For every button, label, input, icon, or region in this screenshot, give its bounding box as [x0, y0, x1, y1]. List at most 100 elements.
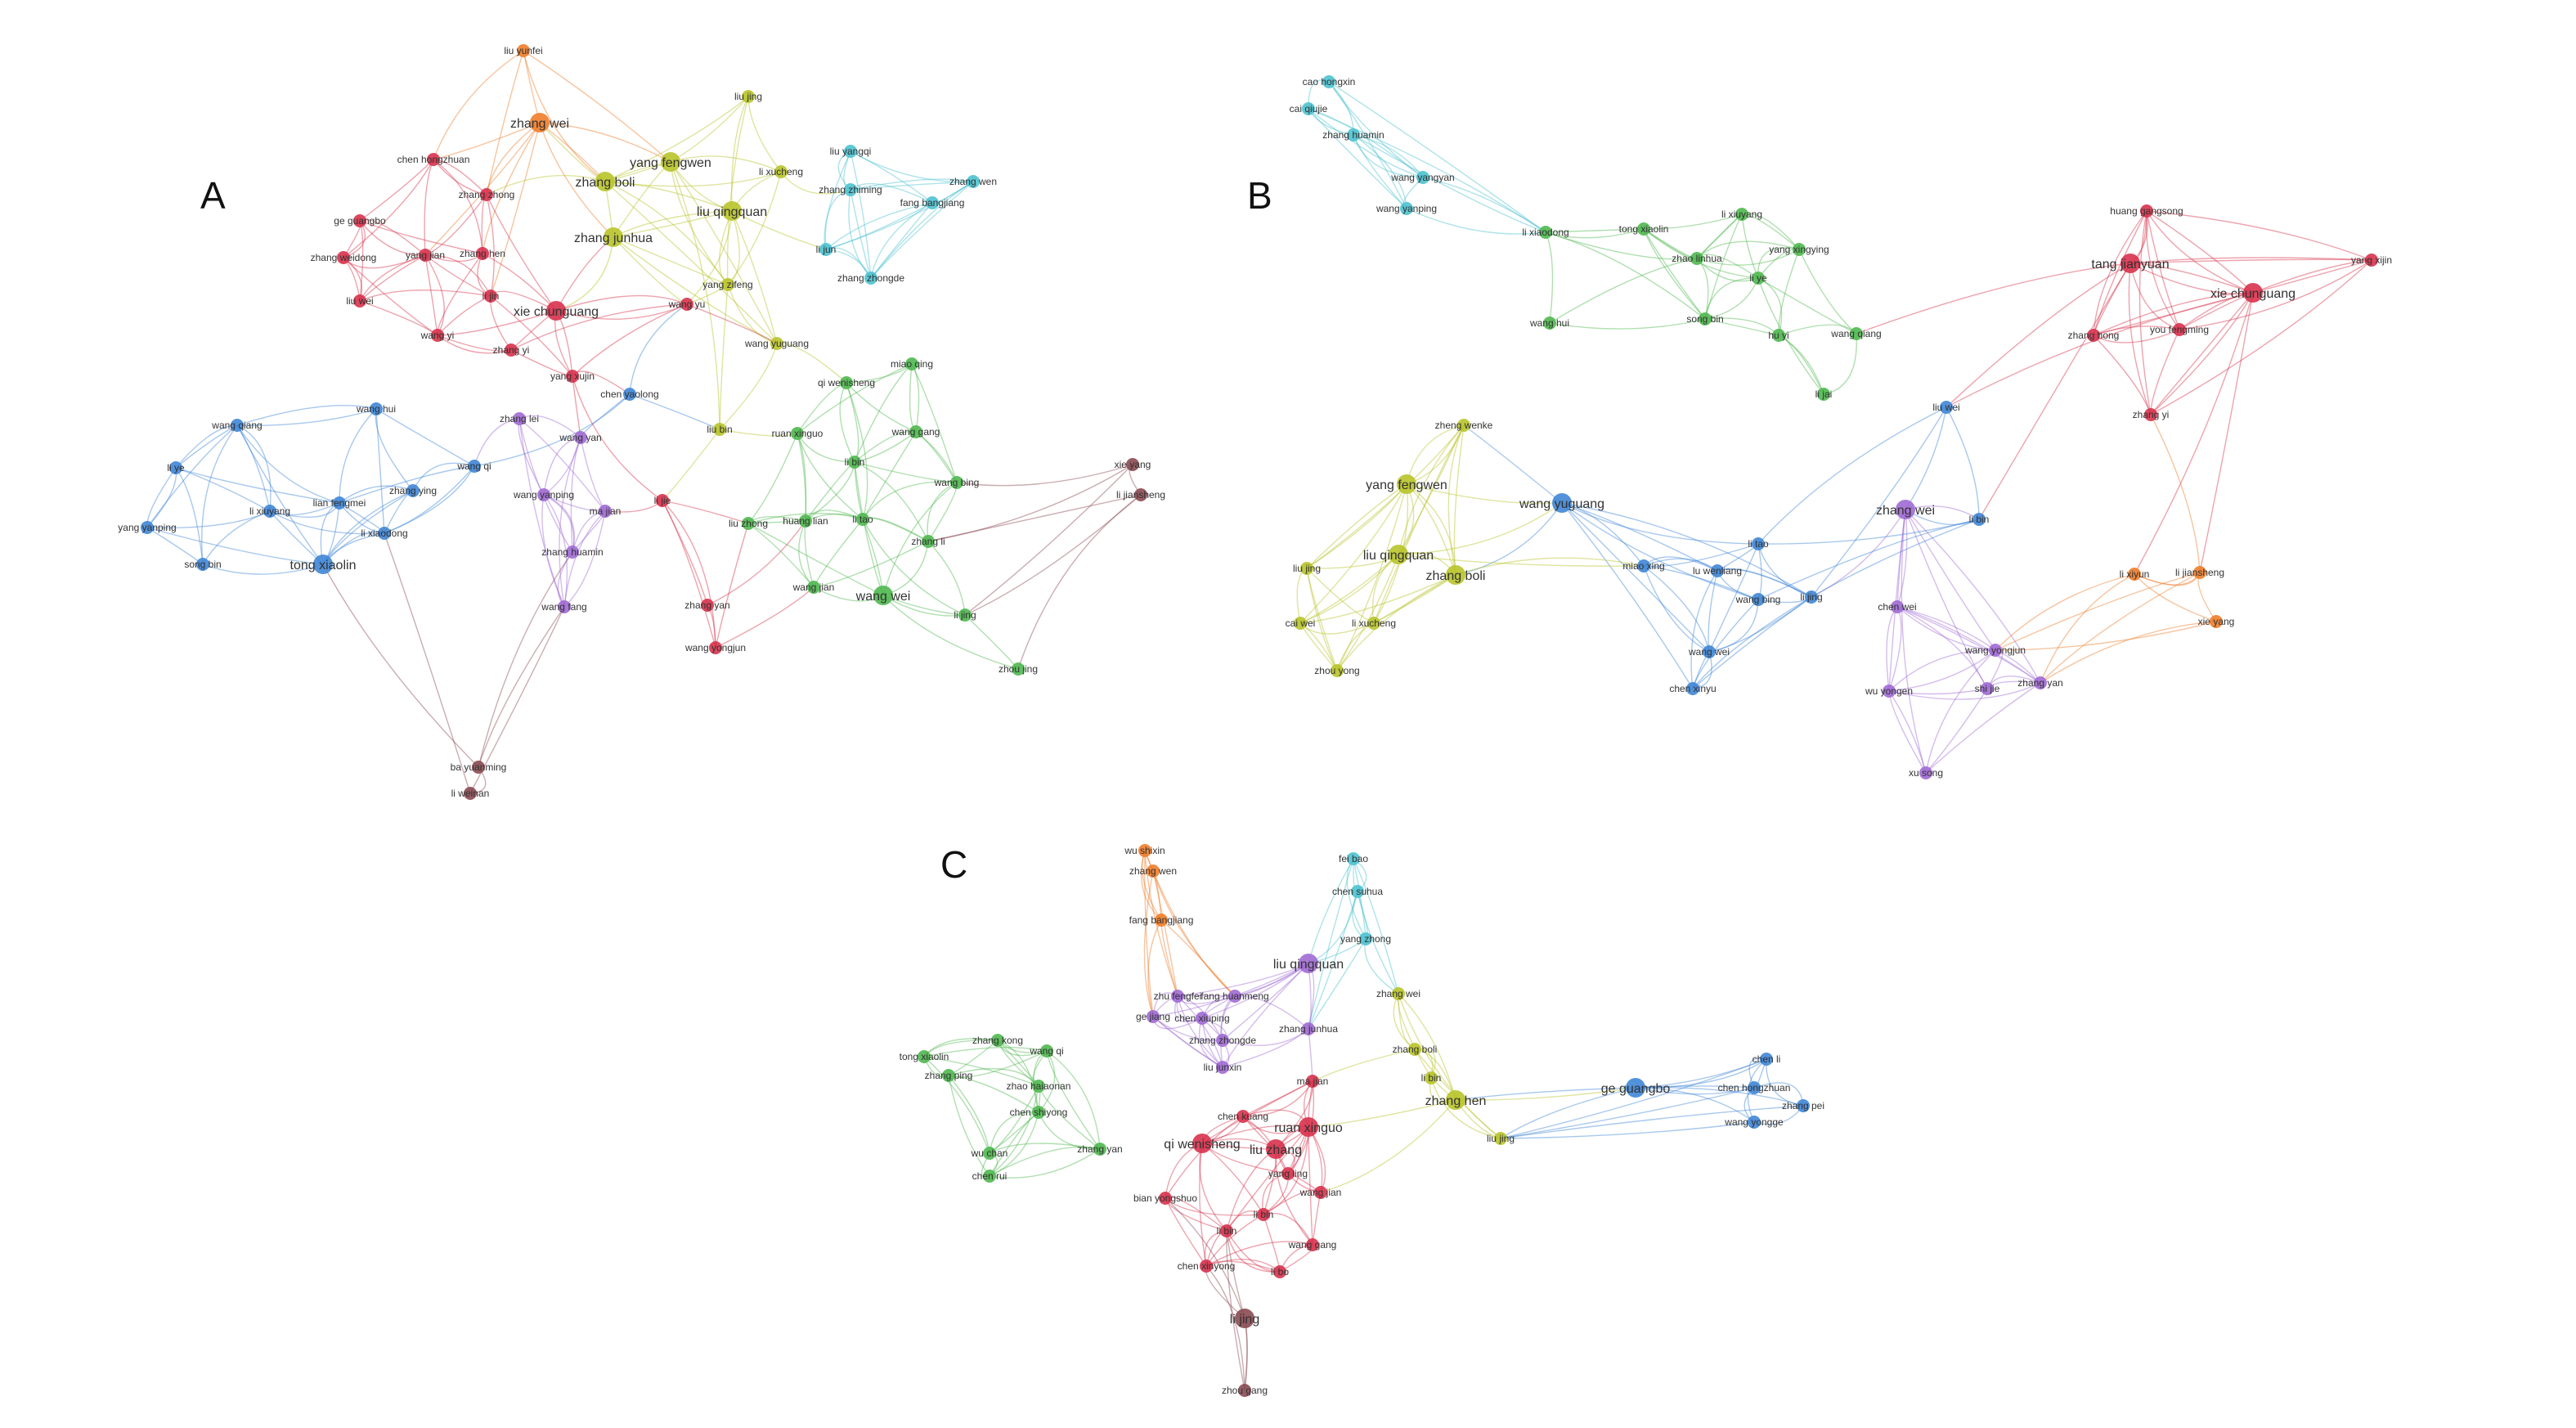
- node-circle: [333, 496, 346, 510]
- network-edge: [2128, 263, 2152, 415]
- author-node: wang jian: [1299, 1186, 1341, 1199]
- network-edge: [1708, 596, 1812, 653]
- node-circle: [1302, 102, 1315, 115]
- author-node: zhang kong: [972, 1034, 1023, 1047]
- network-edge: [1896, 606, 2041, 684]
- author-node: xie yang: [1115, 458, 1151, 471]
- network-edge: [813, 519, 864, 588]
- network-edge: [1635, 1086, 1804, 1107]
- network-edge: [1500, 1058, 1767, 1139]
- node-label: li jie: [654, 495, 671, 506]
- network-edge: [1152, 1016, 1223, 1068]
- author-node: liu zhang: [1250, 1139, 1302, 1159]
- network-edge: [1561, 502, 1710, 653]
- network-edge: [1205, 1241, 1313, 1267]
- author-node: liu qingquan: [697, 201, 767, 221]
- network-edge: [1406, 483, 1563, 505]
- network-edge: [2093, 292, 2254, 336]
- network-edge: [2150, 292, 2254, 415]
- network-edge: [146, 467, 177, 528]
- node-circle: [1134, 488, 1147, 501]
- author-node: li ye: [1749, 272, 1767, 285]
- node-circle: [1711, 564, 1724, 577]
- author-node: wang gang: [1288, 1238, 1336, 1251]
- network-edge: [555, 303, 688, 320]
- network-edge: [412, 462, 475, 492]
- network-edge: [604, 171, 782, 187]
- network-edge: [541, 494, 565, 608]
- node-label: miao qing: [891, 358, 933, 370]
- node-label: zhou gang: [1222, 1385, 1268, 1396]
- network-edge: [1398, 502, 1563, 555]
- network-edge: [1811, 406, 1947, 598]
- network-edge: [473, 393, 631, 467]
- network-edge: [797, 382, 847, 434]
- node-label: liu yangqi: [830, 146, 872, 157]
- node-label: li jai: [1815, 388, 1833, 400]
- network-edge: [424, 122, 541, 256]
- node-circle: [873, 586, 893, 605]
- node-label: bian yongshuo: [1133, 1192, 1197, 1204]
- node-circle: [1752, 593, 1765, 606]
- node-circle: [661, 152, 680, 172]
- node-label: li xucheng: [759, 166, 803, 177]
- author-node: li jiansheng: [2175, 566, 2224, 579]
- network-edge: [662, 429, 720, 501]
- node-label: wu yongen: [1865, 685, 1913, 697]
- node-label: cai wei: [1286, 617, 1316, 629]
- author-node: fei bao: [1339, 852, 1368, 865]
- node-circle: [599, 505, 612, 518]
- network-edge: [1143, 870, 1154, 1017]
- network-edge: [486, 174, 606, 195]
- node-label: liu bin: [707, 424, 732, 435]
- node-label: chen xinyong: [1178, 1260, 1236, 1272]
- network-edge: [490, 295, 573, 377]
- network-edge: [1306, 483, 1407, 569]
- network-edge: [1201, 1125, 1309, 1144]
- network-edge: [1299, 554, 1399, 624]
- node-label: wang wei: [855, 590, 911, 604]
- author-node: li xucheng: [759, 165, 803, 178]
- network-edge: [1692, 596, 1812, 689]
- node-label: zhang weidong: [311, 252, 377, 263]
- node-circle: [1446, 1090, 1465, 1110]
- node-label: li jiansheng: [2175, 567, 2224, 578]
- node-label: wang hui: [356, 403, 396, 415]
- author-node: ruan xinguo: [772, 427, 824, 440]
- node-circle: [1238, 1384, 1251, 1397]
- network-edge: [1888, 649, 1996, 692]
- author-node: ge guangbo: [1601, 1078, 1670, 1098]
- network-edge: [1905, 509, 2041, 684]
- network-edge: [1320, 1099, 1456, 1193]
- node-circle: [370, 402, 383, 415]
- author-node: zhang weidong: [311, 251, 377, 264]
- author-node: zhao linhua: [1672, 252, 1722, 265]
- network-edge: [797, 433, 806, 522]
- network-edge: [339, 465, 475, 504]
- node-label: zhang ying: [389, 485, 437, 496]
- node-circle: [983, 1170, 996, 1183]
- network-edge: [269, 510, 385, 535]
- network-edge: [1811, 519, 1980, 598]
- network-edge: [1046, 1050, 1101, 1150]
- node-label: zhang huamin: [541, 546, 603, 558]
- author-node: wu shixin: [1124, 844, 1165, 857]
- node-circle: [2193, 566, 2206, 579]
- author-node: chen kuang: [1218, 1110, 1268, 1123]
- node-circle: [680, 298, 693, 311]
- author-node: zhou jing: [999, 662, 1038, 676]
- author-node: zhang hong: [2068, 329, 2119, 342]
- node-label: chen xiuping: [1174, 1013, 1229, 1024]
- node-label: wang yanping: [513, 489, 574, 501]
- node-label: xie chunguang: [514, 305, 599, 319]
- network-edge: [146, 467, 177, 528]
- node-circle: [1281, 1167, 1295, 1180]
- network-edge: [424, 254, 438, 336]
- node-label: cao hongxin: [1303, 76, 1356, 88]
- network-edge: [486, 194, 495, 297]
- node-circle: [991, 1034, 1004, 1047]
- node-circle: [1299, 1117, 1318, 1137]
- author-node: li xiuyang: [1721, 208, 1762, 221]
- network-edge: [322, 564, 479, 768]
- node-label: chen kuang: [1218, 1111, 1268, 1122]
